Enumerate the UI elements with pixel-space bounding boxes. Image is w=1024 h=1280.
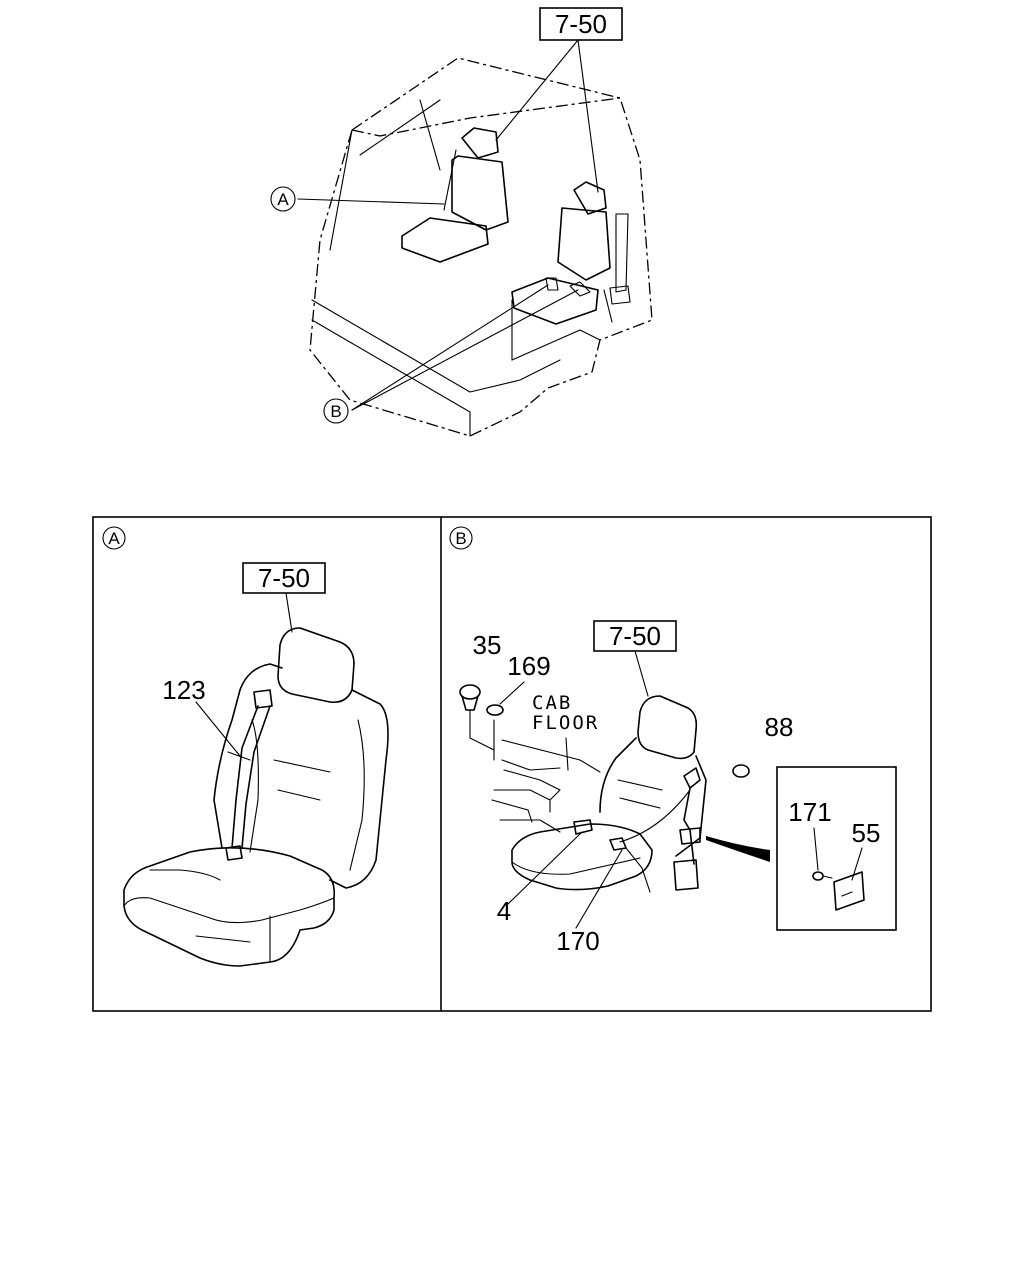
part-55-label: 55	[852, 818, 881, 848]
panel-a-ref-leader	[285, 592, 293, 633]
overview-leaders	[297, 39, 599, 411]
overview-callout-a: A	[270, 186, 296, 212]
inset-arrow	[706, 836, 770, 862]
part-170-label: 170	[556, 926, 599, 956]
panel-b-label: B	[449, 526, 473, 550]
panel-b-leaders	[499, 681, 863, 929]
cab-floor-note-line2: FLOOR	[532, 712, 599, 734]
panel-a-label-text: A	[108, 529, 120, 548]
overview-callout-b-label: B	[330, 402, 341, 421]
panel-b-ref-leader	[634, 650, 649, 697]
overview-ref-label: 7-50	[555, 9, 607, 39]
cab-overview	[309, 57, 653, 437]
panel-b-ref-box: 7-50	[593, 620, 677, 652]
detail-frame	[92, 516, 932, 1012]
panel-b-seat	[511, 695, 707, 893]
part-35-label: 35	[473, 630, 502, 660]
part-88-ring	[732, 764, 750, 778]
panel-b-floor	[491, 737, 601, 833]
panel-b-ref-label: 7-50	[609, 621, 661, 651]
panel-a-ref-label: 7-50	[258, 563, 310, 593]
panel-a: A 7-50	[102, 526, 389, 967]
cab-floor-note-line1: CAB	[532, 692, 572, 714]
panel-b-inset	[776, 766, 897, 931]
part-171-label: 171	[788, 797, 831, 827]
overview-ref-box: 7-50	[539, 7, 623, 41]
part-123-leader	[195, 701, 241, 757]
panel-a-seat	[123, 627, 389, 967]
overview-callout-a-label: A	[277, 190, 289, 209]
part-169-label: 169	[507, 651, 550, 681]
panel-b-fasteners	[459, 684, 504, 761]
part-88-label: 88	[765, 712, 794, 742]
panel-a-ref-box: 7-50	[242, 562, 326, 594]
panel-b: B 7-50	[449, 526, 897, 956]
part-4-label: 4	[497, 896, 511, 926]
panel-a-label: A	[102, 526, 126, 550]
part-123-label: 123	[162, 675, 205, 705]
panel-b-label-text: B	[455, 529, 466, 548]
overview-callout-b: B	[323, 398, 349, 424]
